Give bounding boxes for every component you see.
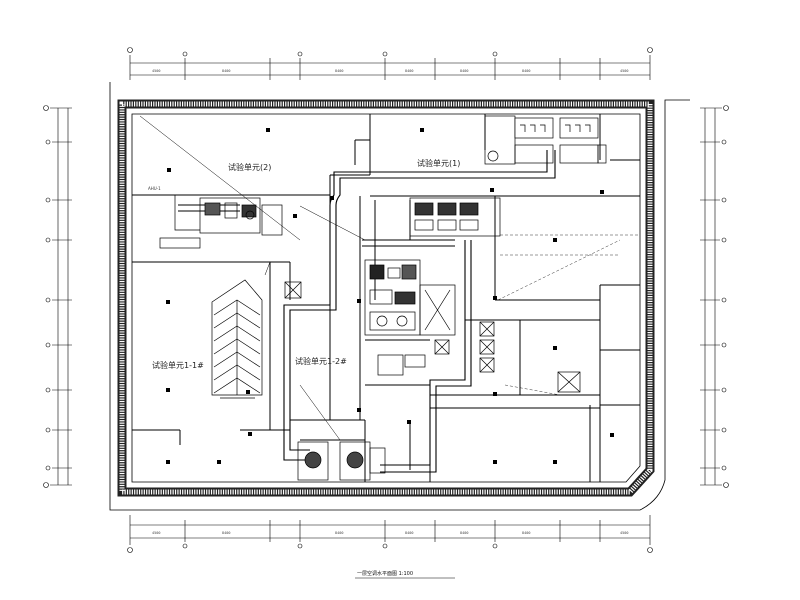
dim-top-7: 4500 — [620, 69, 628, 73]
dim-bottom-1: 4500 — [152, 531, 160, 535]
elevator-cores — [284, 281, 581, 393]
site-boundary — [109, 82, 690, 511]
equipment-cluster-center-mid — [364, 259, 456, 376]
top-dimension-chain — [129, 55, 651, 80]
equipment-tag-label: AHU-1 — [148, 186, 161, 191]
equipment-cluster-ahu-upper-left — [159, 195, 283, 249]
right-dimension-chain — [700, 107, 722, 486]
room-label-upper-middle: 试验单元(1) — [417, 158, 460, 168]
room-label-center: 试验单元1-2# — [295, 356, 347, 366]
axis-bubbles — [43, 47, 729, 553]
bottom-dimension-values: 4500 8400 8400 8400 8400 8400 4500 — [152, 531, 628, 535]
dim-bottom-6: 8400 — [522, 531, 530, 535]
pipe-runs — [497, 234, 640, 396]
dim-top-1: 4500 — [152, 69, 160, 73]
room-label-upper-left: 试验单元(2) — [228, 162, 271, 172]
dim-top-4: 8400 — [405, 69, 413, 73]
building-outer-walls — [117, 99, 655, 497]
drawing-title: 一层空调水平面图 1:100 — [357, 570, 413, 577]
dim-top-5: 8400 — [460, 69, 468, 73]
dim-top-6: 8400 — [522, 69, 530, 73]
equipment-cluster-center-top — [409, 197, 501, 237]
dim-bottom-7: 4500 — [620, 531, 628, 535]
main-ducts — [139, 115, 556, 473]
dim-top-2: 8400 — [222, 69, 230, 73]
interior-walls — [132, 114, 640, 482]
equipment-cluster-ahu-upper-right — [484, 115, 607, 165]
room-label-left: 试验单元1-1# — [152, 360, 204, 370]
stair-left — [211, 279, 263, 399]
dim-top-3: 8400 — [335, 69, 343, 73]
equipment-cluster-center-bottom — [297, 441, 386, 481]
column-markers — [166, 128, 614, 464]
top-dimension-values: 4500 8400 8400 8400 8400 8400 4500 — [152, 69, 628, 73]
left-dimension-chain — [50, 107, 72, 486]
dim-bottom-5: 8400 — [460, 531, 468, 535]
bottom-dimension-chain — [129, 515, 651, 545]
dim-bottom-3: 8400 — [335, 531, 343, 535]
dim-bottom-2: 8400 — [222, 531, 230, 535]
dim-bottom-4: 8400 — [405, 531, 413, 535]
